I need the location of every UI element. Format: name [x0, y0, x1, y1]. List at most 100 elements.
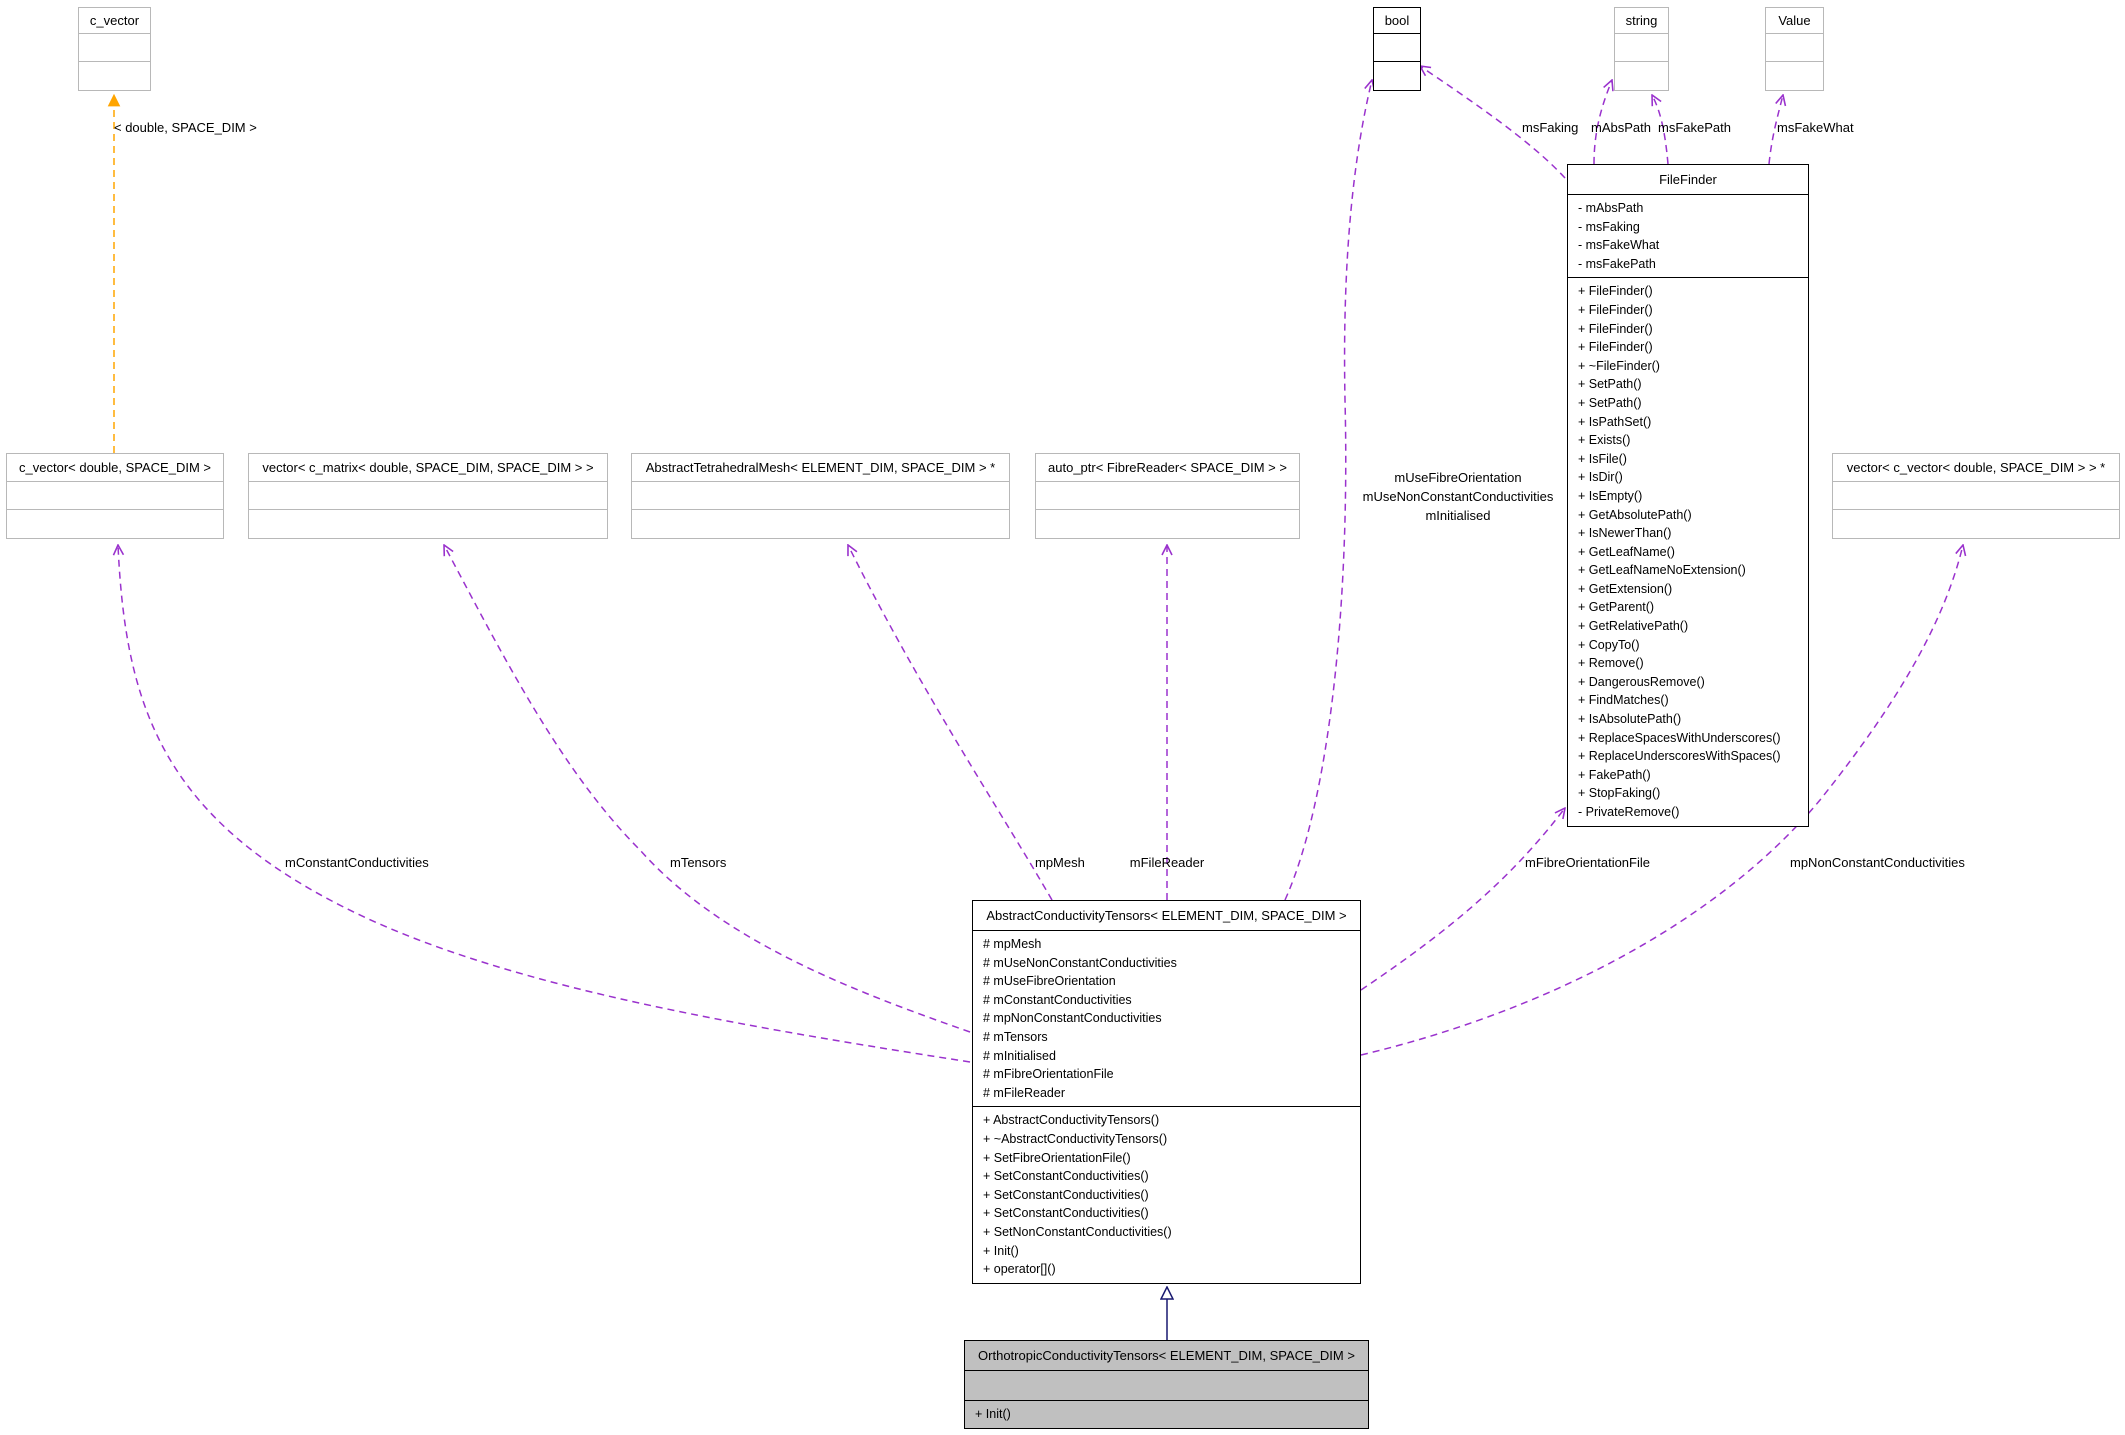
class-title: vector< c_matrix< double, SPACE_DIM, SPA…: [249, 454, 607, 482]
class-box-c-vector[interactable]: c_vector: [78, 7, 151, 91]
operation-row: + GetLeafName(): [1578, 544, 1675, 559]
edge-label-line: mUseFibreOrientation: [1394, 470, 1522, 485]
operation-row: + ReplaceUnderscoresWithSpaces(): [1578, 749, 1781, 764]
class-attributes: [249, 482, 607, 510]
class-attributes: [7, 482, 223, 510]
edge-fibrefile: [1360, 808, 1565, 991]
attribute-row: # mUseFibreOrientation: [983, 974, 1116, 989]
class-operations: [1374, 62, 1420, 90]
operation-row: + SetPath(): [1578, 395, 1642, 410]
attribute-row: - mAbsPath: [1578, 201, 1644, 215]
operation-row: + AbstractConductivityTensors(): [983, 1113, 1160, 1128]
class-box-auto-ptr-fibre[interactable]: auto_ptr< FibreReader< SPACE_DIM > >: [1035, 453, 1300, 539]
class-title: c_vector< double, SPACE_DIM >: [7, 454, 223, 482]
operation-row: + IsPathSet(): [1578, 414, 1652, 429]
attribute-row: - msFaking: [1578, 219, 1640, 234]
class-box-vec-cmatrix[interactable]: vector< c_matrix< double, SPACE_DIM, SPA…: [248, 453, 608, 539]
class-attributes: [1615, 34, 1668, 62]
operation-row: + GetAbsolutePath(): [1578, 507, 1692, 522]
operation-row: + FileFinder(): [1578, 321, 1653, 336]
class-box-value[interactable]: Value: [1765, 7, 1824, 91]
operation-row: + IsDir(): [1578, 470, 1623, 485]
operation-row: + ~AbstractConductivityTensors(): [983, 1131, 1168, 1146]
operation-row: + FileFinder(): [1578, 302, 1653, 317]
class-operations: [1833, 510, 2119, 538]
edge-msfakepath: [1652, 95, 1669, 165]
operation-row: + FakePath(): [1578, 767, 1651, 782]
class-attributes: [79, 34, 150, 62]
operation-row: + GetExtension(): [1578, 581, 1673, 596]
edge-label-mesh: mpMesh: [1035, 855, 1085, 870]
operation-row: + SetConstantConductivities(): [983, 1169, 1149, 1184]
class-box-filefinder[interactable]: FileFinder - mAbsPath - msFaking - msFakeWh…: [1567, 164, 1809, 827]
attribute-row: # mpMesh: [983, 937, 1042, 951]
edge-mabspath: [1593, 80, 1612, 165]
edge-label-line: mInitialised: [1425, 508, 1491, 523]
edge-boolflags: [1284, 80, 1372, 901]
class-box-abs-tet-mesh[interactable]: AbstractTetrahedralMesh< ELEMENT_DIM, SP…: [631, 453, 1010, 539]
edge-label-boolflags: mUseFibreOrientation mUseNonConstantCondu…: [1363, 468, 1554, 525]
class-operations: + FileFinder() + FileFinder() + FileFinder…: [1568, 278, 1808, 825]
edge-label-msfakepath: msFakePath: [1658, 120, 1731, 135]
edge-label-line: mUseNonConstantConductivities: [1362, 489, 1554, 504]
attribute-row: # mpNonConstantConductivities: [983, 1011, 1162, 1026]
edge-nonconst: [1360, 545, 1963, 1056]
operation-row: + GetLeafNameNoExtension(): [1578, 563, 1746, 578]
operation-row: + FileFinder(): [1578, 284, 1653, 299]
edge-label-fibrefile: mFibreOrientationFile: [1525, 855, 1650, 870]
attribute-row: # mConstantConductivities: [983, 992, 1132, 1007]
edge-label-filereader: mFileReader: [1129, 855, 1205, 870]
class-title: c_vector: [79, 8, 150, 34]
class-attributes: [1833, 482, 2119, 510]
attribute-row: # mFibreOrientationFile: [983, 1067, 1114, 1082]
operation-row: + StopFaking(): [1578, 786, 1661, 801]
operation-row: + SetConstantConductivities(): [983, 1187, 1149, 1202]
class-attributes: - mAbsPath- msFaking- msFakeWhat- msFake…: [1568, 195, 1808, 279]
class-title: AbstractConductivityTensors< ELEMENT_DIM…: [973, 901, 1360, 931]
operation-row: + GetRelativePath(): [1578, 619, 1689, 634]
class-box-string[interactable]: string: [1614, 7, 1669, 91]
class-operations: + Init(): [965, 1401, 1368, 1428]
operation-row: + DangerousRemove(): [1578, 674, 1705, 689]
class-operations: [7, 510, 223, 538]
class-title: auto_ptr< FibreReader< SPACE_DIM > >: [1036, 454, 1299, 482]
class-box-cvec-double[interactable]: c_vector< double, SPACE_DIM >: [6, 453, 224, 539]
class-box-vec-cvec[interactable]: vector< c_vector< double, SPACE_DIM > > …: [1832, 453, 2120, 539]
edge-label-msfakewhat: msFakeWhat: [1777, 120, 1854, 135]
attribute-row: # mFileReader: [983, 1085, 1065, 1100]
operation-row: + IsEmpty(): [1578, 488, 1643, 503]
class-attributes: [965, 1371, 1368, 1401]
operation-row: + GetParent(): [1578, 600, 1655, 615]
class-box-abstract-ct[interactable]: AbstractConductivityTensors< ELEMENT_DIM…: [972, 900, 1361, 1284]
operation-row: + Init(): [983, 1243, 1019, 1258]
class-box-bool[interactable]: bool: [1373, 7, 1421, 91]
operation-row: + SetFibreOrientationFile(): [983, 1150, 1131, 1165]
operation-row: + IsAbsolutePath(): [1578, 712, 1682, 727]
edge-msfakewhat: [1768, 95, 1783, 165]
operation-row: + SetPath(): [1578, 377, 1642, 392]
operation-row: + SetNonConstantConductivities(): [983, 1224, 1172, 1239]
class-attributes: [632, 482, 1009, 510]
edge-mesh: [848, 545, 1053, 901]
operation-row: + SetConstantConductivities(): [983, 1206, 1149, 1221]
class-operations: + AbstractConductivityTensors() + ~Abstra…: [973, 1107, 1360, 1282]
class-title: AbstractTetrahedralMesh< ELEMENT_DIM, SP…: [632, 454, 1009, 482]
class-attributes: # mpMesh# mUseNonConstantConductivities#…: [973, 931, 1360, 1108]
class-title: FileFinder: [1568, 165, 1808, 195]
class-box-orthotropic-ct[interactable]: OrthotropicConductivityTensors< ELEMENT_…: [964, 1340, 1369, 1429]
edge-label-tensors: mTensors: [670, 855, 727, 870]
attribute-row: - msFakeWhat: [1578, 238, 1660, 253]
class-operations: [1766, 62, 1823, 90]
edge-label-constcond: mConstantConductivities: [285, 855, 429, 870]
operation-row: + ~FileFinder(): [1578, 358, 1660, 373]
edge-label-msfaking: msFaking: [1522, 120, 1579, 135]
operation-row: + FindMatches(): [1578, 693, 1669, 708]
operation-row: + operator[](): [983, 1262, 1056, 1277]
operation-row: + CopyTo(): [1578, 637, 1640, 652]
class-operations: [79, 62, 150, 90]
edge-msfaking: [1420, 66, 1566, 179]
edge-label-nonconst: mpNonConstantConductivities: [1790, 855, 1965, 870]
class-operations: [1615, 62, 1668, 90]
operation-row: + IsFile(): [1578, 451, 1627, 466]
